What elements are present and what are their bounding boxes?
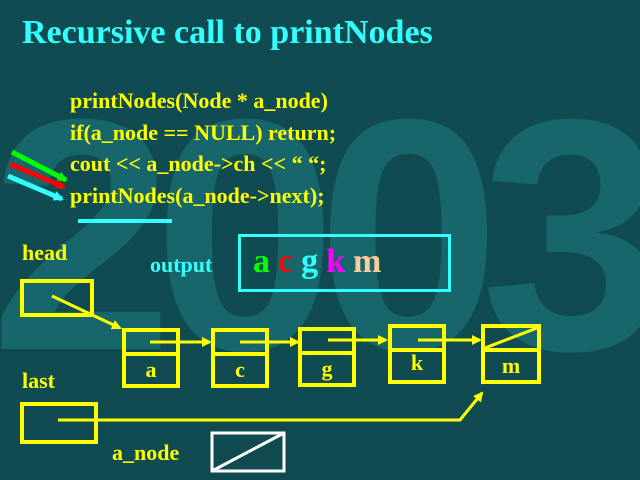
a-node-label: a_node <box>112 440 180 465</box>
node-value: g <box>321 356 333 381</box>
node-divider <box>392 348 442 352</box>
node-value: m <box>501 353 521 378</box>
output-char: m <box>353 243 382 280</box>
output-label: output <box>150 252 213 277</box>
output-char: c <box>278 243 294 280</box>
node-value: a <box>145 357 157 382</box>
list-node-c: c <box>211 328 269 388</box>
node-value: k <box>410 350 424 375</box>
exec-arrow-cyan <box>7 173 64 202</box>
head-arrow <box>51 294 122 330</box>
node-value: c <box>235 357 245 382</box>
last-label: last <box>22 368 55 393</box>
head-pointer-box <box>20 279 94 317</box>
output-char: k <box>326 243 346 280</box>
code-line-3: cout << a_node->ch << “ “; <box>70 151 327 176</box>
last-pointer-box <box>20 402 98 444</box>
a-node-null-slash <box>211 431 285 473</box>
output-char: a <box>253 243 270 280</box>
slide-title: Recursive call to printNodes <box>22 14 433 51</box>
code-line-1: printNodes(Node * a_node) <box>70 88 328 113</box>
list-node-k: k <box>388 324 446 384</box>
list-node-g: g <box>298 327 356 387</box>
exec-arrow-green <box>10 149 68 183</box>
node-divider <box>126 352 176 356</box>
list-node-m: m <box>481 324 541 384</box>
code-line-4: printNodes(a_node->next); <box>70 183 325 208</box>
null-next-slash <box>485 328 537 350</box>
last-arrow <box>58 391 484 422</box>
a-node-pointer-box <box>210 431 286 473</box>
head-label: head <box>22 240 68 265</box>
list-node-a: a <box>122 328 180 388</box>
output-char: g <box>301 243 319 280</box>
code-line-2: if(a_node == NULL) return; <box>70 120 337 145</box>
node-divider <box>215 352 265 356</box>
node-divider <box>485 348 537 352</box>
exec-arrow-red <box>9 161 66 190</box>
node-divider <box>302 351 352 355</box>
